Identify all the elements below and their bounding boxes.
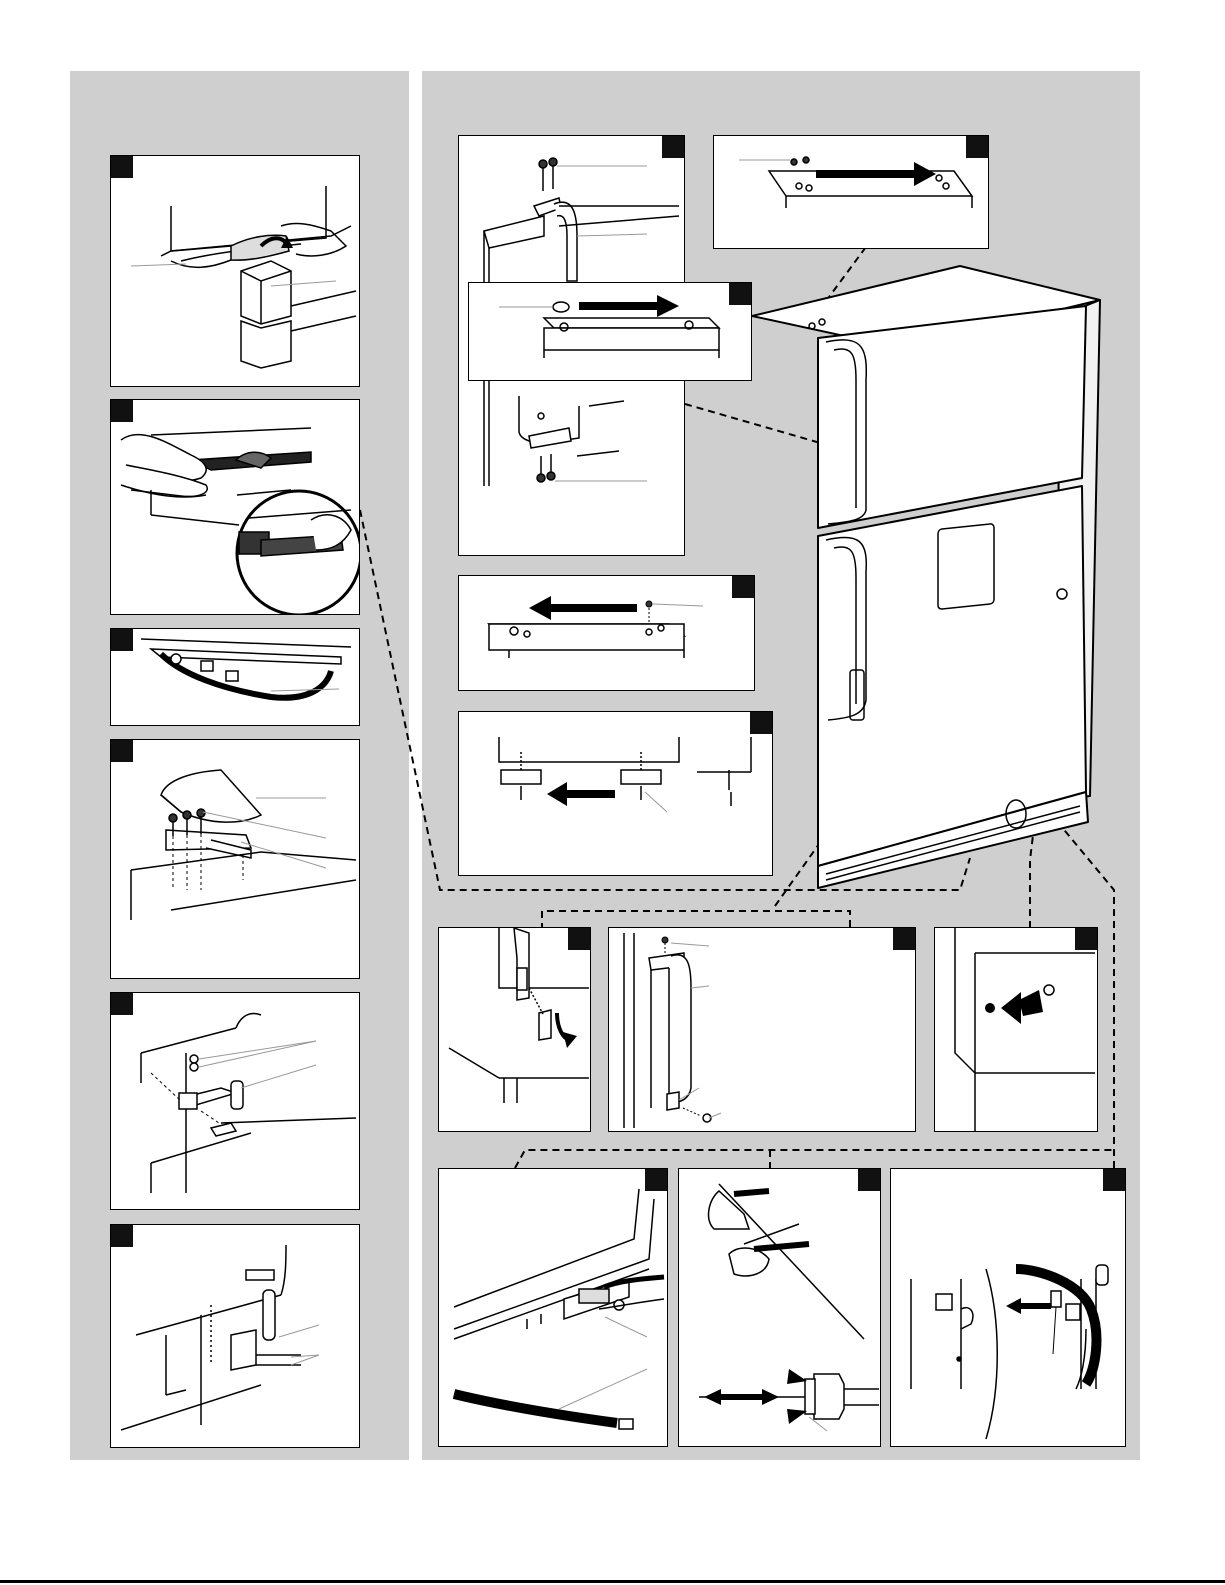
- panel-top-plate-move: [713, 135, 989, 249]
- panel-water-fitting: [678, 1168, 881, 1447]
- page-bottom-rule: [0, 1580, 1225, 1583]
- panel-handle-plate-move: [458, 575, 755, 691]
- curved-arrow-icon: [557, 1013, 577, 1048]
- push-arrow-icon: [787, 1369, 807, 1384]
- panel-handle-plug-move: [468, 282, 752, 381]
- panel-water-line-front: [438, 1168, 668, 1447]
- panel-bottom-hinge: [110, 1224, 360, 1448]
- arrow-left-icon: [547, 782, 615, 806]
- push-arrow-icon: [1001, 990, 1043, 1024]
- arrow-left-icon: [1006, 1298, 1051, 1314]
- panel-hinge-cover: [110, 739, 360, 979]
- arrow-left-icon: [529, 596, 637, 620]
- panel-drawer-removal: [110, 155, 360, 387]
- panel-center-hinge: [110, 992, 360, 1210]
- push-arrow-icon: [787, 1409, 807, 1424]
- panel-door-trim: [438, 927, 591, 1132]
- panel-bottom-bracket-move: [458, 711, 773, 876]
- panel-hose-routing: [110, 628, 360, 726]
- plug-icon: [553, 302, 569, 312]
- panel-plug-button: [934, 927, 1098, 1132]
- arrow-right-icon: [579, 295, 679, 317]
- panel-water-line-rear: [890, 1168, 1126, 1447]
- double-arrow-icon: [704, 1389, 779, 1405]
- panel-cover-removal: [110, 399, 360, 615]
- panel-freezer-handle: [608, 927, 916, 1132]
